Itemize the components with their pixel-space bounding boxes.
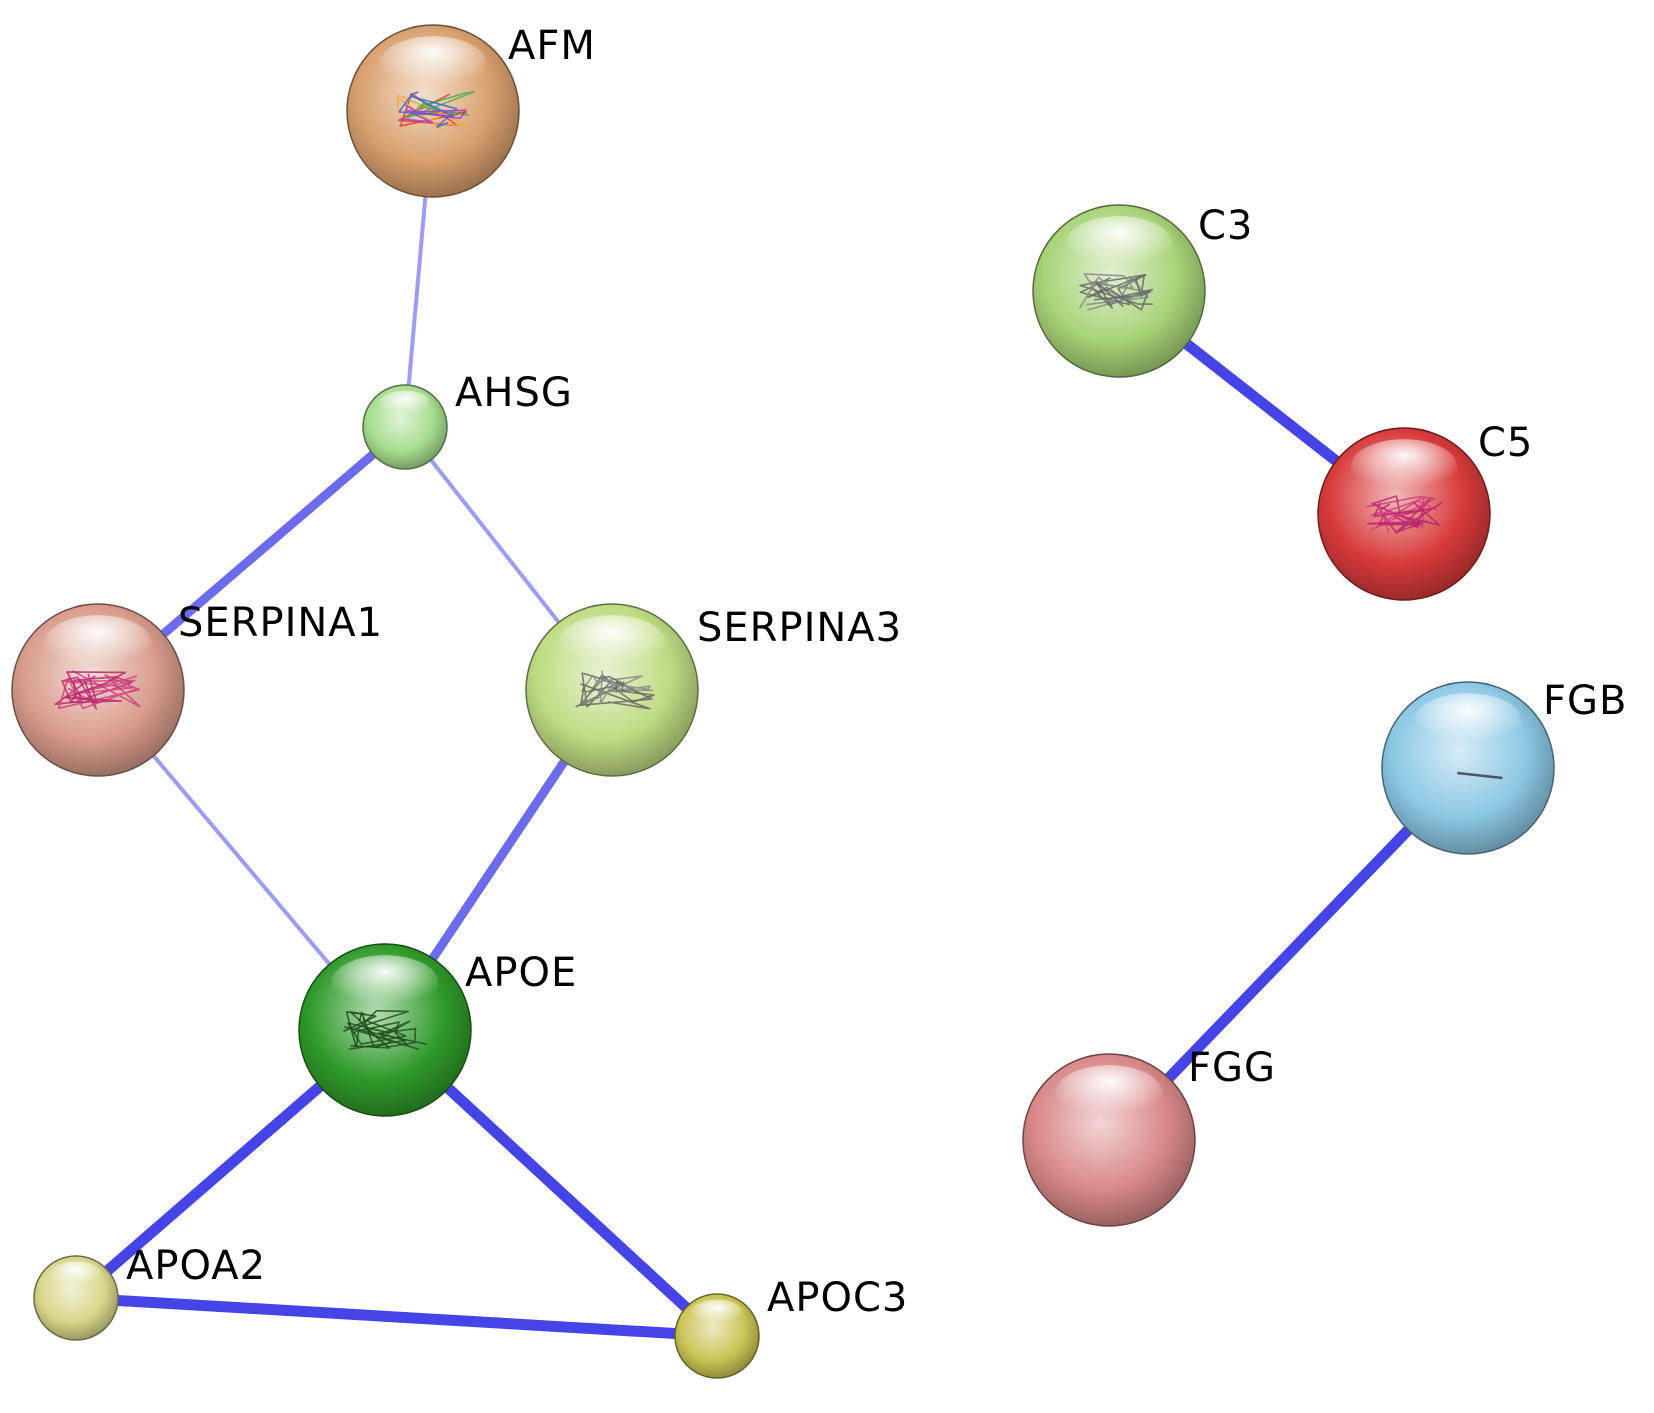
node-apoc3[interactable] xyxy=(674,1293,760,1379)
node-highlight xyxy=(1055,1065,1163,1121)
node-c3[interactable] xyxy=(1032,204,1206,378)
edges-layer xyxy=(70,109,1474,1342)
node-label-serpina1: SERPINA1 xyxy=(178,600,383,646)
edge-apoa2-apoc3 xyxy=(70,1292,723,1342)
node-ahsg[interactable] xyxy=(362,384,448,470)
node-serpina3[interactable] xyxy=(525,603,699,777)
node-highlight xyxy=(49,1261,103,1289)
node-highlight xyxy=(690,1299,744,1327)
node-afm[interactable] xyxy=(346,24,520,198)
node-label-fgb: FGB xyxy=(1543,678,1627,724)
node-highlight xyxy=(379,36,487,92)
node-label-apoc3: APOC3 xyxy=(767,1275,908,1321)
node-label-afm: AFM xyxy=(508,23,596,69)
node-fgb[interactable] xyxy=(1381,681,1555,855)
node-label-apoa2: APOA2 xyxy=(126,1243,266,1289)
node-c5[interactable] xyxy=(1317,427,1491,601)
node-apoa2[interactable] xyxy=(33,1255,119,1341)
node-highlight xyxy=(558,615,666,671)
node-label-c3: C3 xyxy=(1198,203,1253,249)
node-label-fgg: FGG xyxy=(1188,1045,1276,1091)
node-highlight xyxy=(331,955,439,1011)
node-highlight xyxy=(378,390,432,418)
node-highlight xyxy=(1065,216,1173,272)
node-highlight xyxy=(44,615,152,671)
node-serpina1[interactable] xyxy=(11,603,185,777)
node-fgg[interactable] xyxy=(1022,1053,1196,1227)
node-label-serpina3: SERPINA3 xyxy=(697,605,902,651)
node-highlight xyxy=(1414,693,1522,749)
nodes-layer xyxy=(11,24,1555,1379)
node-label-ahsg: AHSG xyxy=(455,370,573,416)
node-apoe[interactable] xyxy=(298,943,472,1117)
node-label-c5: C5 xyxy=(1478,420,1533,466)
node-highlight xyxy=(1350,439,1458,495)
node-label-apoe: APOE xyxy=(465,950,577,996)
